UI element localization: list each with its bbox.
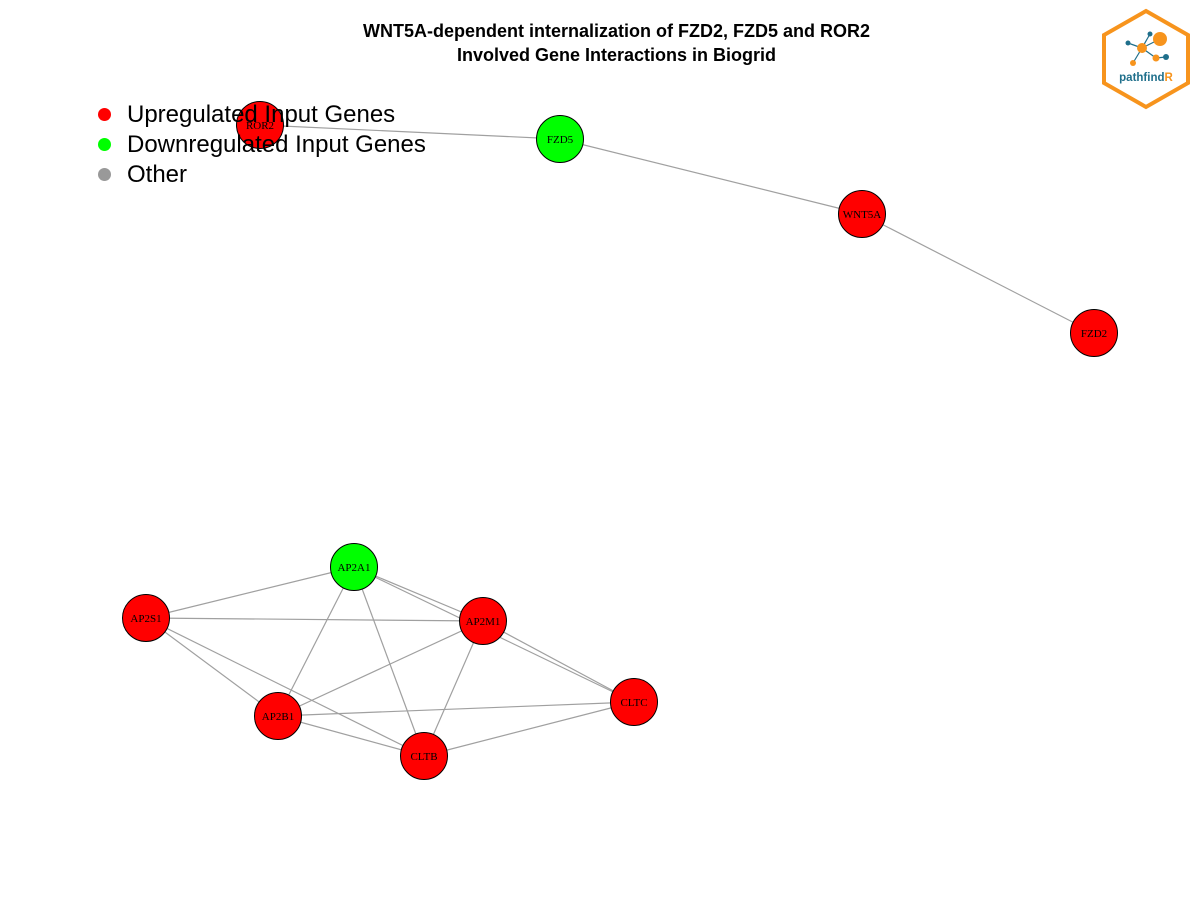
node-ap2b1[interactable]: AP2B1 xyxy=(254,692,302,740)
legend-dot-other xyxy=(98,168,111,181)
node-cltb[interactable]: CLTB xyxy=(400,732,448,780)
node-label: AP2A1 xyxy=(337,562,370,574)
node-label: AP2M1 xyxy=(466,616,501,628)
title-line-2: Involved Gene Interactions in Biogrid xyxy=(456,45,777,65)
node-ror2[interactable]: ROR2 xyxy=(236,101,284,149)
edge-ap2m1-ap2b1 xyxy=(277,620,484,717)
legend-label-downregulated: Downregulated Input Genes xyxy=(127,131,426,158)
node-label: FZD2 xyxy=(1081,328,1107,340)
edge-ap2a1-ap2s1 xyxy=(145,566,355,619)
edge-fzd5-wnt5a xyxy=(559,138,863,215)
node-circle xyxy=(236,101,284,149)
edge-ap2b1-cltb xyxy=(277,715,425,757)
node-circle xyxy=(400,732,448,780)
node-fzd5[interactable]: FZD5 xyxy=(536,115,584,163)
node-circle xyxy=(122,594,170,642)
edge-cltc-ap2b1 xyxy=(277,701,635,717)
legend-item-upregulated: Upregulated Input Genes xyxy=(98,100,426,130)
node-ap2s1[interactable]: AP2S1 xyxy=(122,594,170,642)
edge-ap2a1-cltb xyxy=(353,566,425,757)
node-label: CLTB xyxy=(410,751,437,763)
edge-ap2s1-ap2b1 xyxy=(145,617,279,717)
node-label: AP2S1 xyxy=(130,613,161,625)
node-circle xyxy=(459,597,507,645)
title-line-1: WNT5A-dependent internalization of FZD2,… xyxy=(362,21,870,41)
chart-title: WNT5A-dependent internalization of FZD2,… xyxy=(0,19,1200,67)
edge-ap2s1-cltb xyxy=(145,617,425,757)
node-cltc[interactable]: CLTC xyxy=(610,678,658,726)
node-fzd2[interactable]: FZD2 xyxy=(1070,309,1118,357)
node-circle xyxy=(838,190,886,238)
legend-dot-downregulated xyxy=(98,138,111,151)
logo-wordmark: pathfindR xyxy=(1119,72,1173,84)
legend-dot-upregulated xyxy=(98,108,111,121)
edge-cltc-cltb xyxy=(423,701,635,757)
node-circle xyxy=(254,692,302,740)
edge-ap2m1-cltb xyxy=(423,620,484,757)
node-ap2m1[interactable]: AP2M1 xyxy=(459,597,507,645)
legend-label-other: Other xyxy=(127,161,188,188)
node-circle xyxy=(536,115,584,163)
edge-ap2m1-cltc xyxy=(482,620,635,703)
node-wnt5a[interactable]: WNT5A xyxy=(838,190,886,238)
node-circle xyxy=(1070,309,1118,357)
logo-hexagon xyxy=(1102,8,1190,110)
edge-ror2-fzd5 xyxy=(259,124,561,140)
node-label: ROR2 xyxy=(246,120,274,132)
node-label: FZD5 xyxy=(547,134,574,146)
legend-item-other: Other xyxy=(98,160,426,190)
edge-layer xyxy=(145,124,1095,757)
logo-nodes xyxy=(1125,31,1169,66)
edge-wnt5a-fzd2 xyxy=(861,213,1095,334)
node-ap2a1[interactable]: AP2A1 xyxy=(330,543,378,591)
pathfindr-logo: pathfindR xyxy=(1102,8,1190,110)
edge-ap2a1-ap2b1 xyxy=(277,566,355,717)
legend: Upregulated Input Genes Downregulated In… xyxy=(98,100,426,190)
node-circle xyxy=(330,543,378,591)
legend-label-upregulated: Upregulated Input Genes xyxy=(127,101,396,128)
legend-item-downregulated: Downregulated Input Genes xyxy=(98,130,426,160)
node-label: CLTC xyxy=(620,697,647,709)
node-circle xyxy=(610,678,658,726)
edge-ap2s1-ap2m1 xyxy=(145,617,484,622)
node-label: WNT5A xyxy=(843,209,882,221)
node-label: AP2B1 xyxy=(262,711,294,723)
